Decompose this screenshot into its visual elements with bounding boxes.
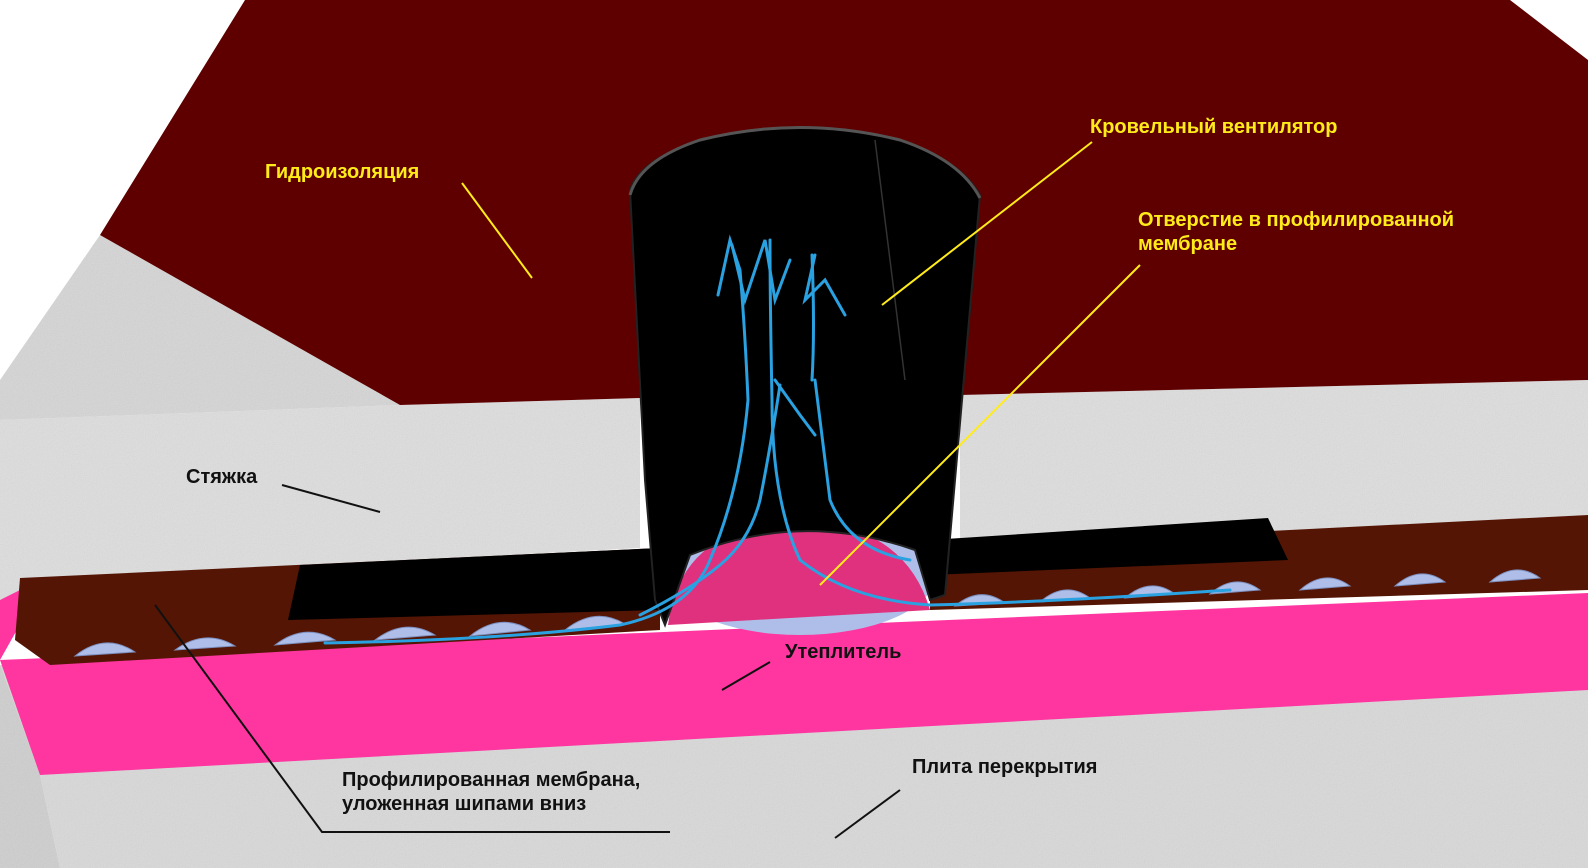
leader-floor-slab (834, 789, 901, 839)
label-floor-slab: Плита перекрытия (912, 756, 1098, 778)
label-membrane-hole: Отверстие в профилированной мембране (1138, 208, 1454, 256)
floor-slab-left-face (0, 665, 60, 868)
leader-profiled-membrane (154, 604, 670, 833)
label-profiled-membrane-line2: уложенная шипами вниз (342, 793, 587, 815)
label-profiled-membrane-line1: Профилированная мембрана, (342, 769, 641, 791)
airflow-lines (323, 234, 1232, 645)
label-membrane-hole-line2: мембране (1138, 233, 1238, 255)
fan-flange-left (288, 548, 660, 620)
screed-shape (0, 398, 640, 600)
label-membrane-hole-line1: Отверстие в профилированной (1138, 209, 1455, 231)
leader-insulation (721, 661, 771, 691)
screed-right-shape (960, 380, 1588, 548)
roof-fan-rim (628, 126, 982, 199)
label-roof-fan: Кровельный вентилятор (1090, 116, 1338, 138)
leader-lines (154, 141, 1141, 839)
label-waterproofing: Гидроизоляция (265, 161, 420, 183)
leader-waterproofing (461, 182, 533, 279)
leader-membrane-hole (819, 264, 1141, 586)
label-profiled-membrane: Профилированная мембрана, уложенная шипа… (342, 768, 640, 816)
profiled-membrane-right (930, 515, 1588, 610)
fan-flange-right (930, 518, 1288, 575)
roof-fan-seam (874, 139, 906, 381)
screed-left-face (0, 235, 400, 420)
label-screed: Стяжка (186, 466, 258, 488)
membrane-hole-fill (668, 520, 930, 625)
insulation-shape (0, 593, 1588, 775)
label-insulation: Утеплитель (785, 641, 902, 663)
leader-roof-fan (881, 141, 1093, 306)
leader-screed (281, 484, 381, 513)
